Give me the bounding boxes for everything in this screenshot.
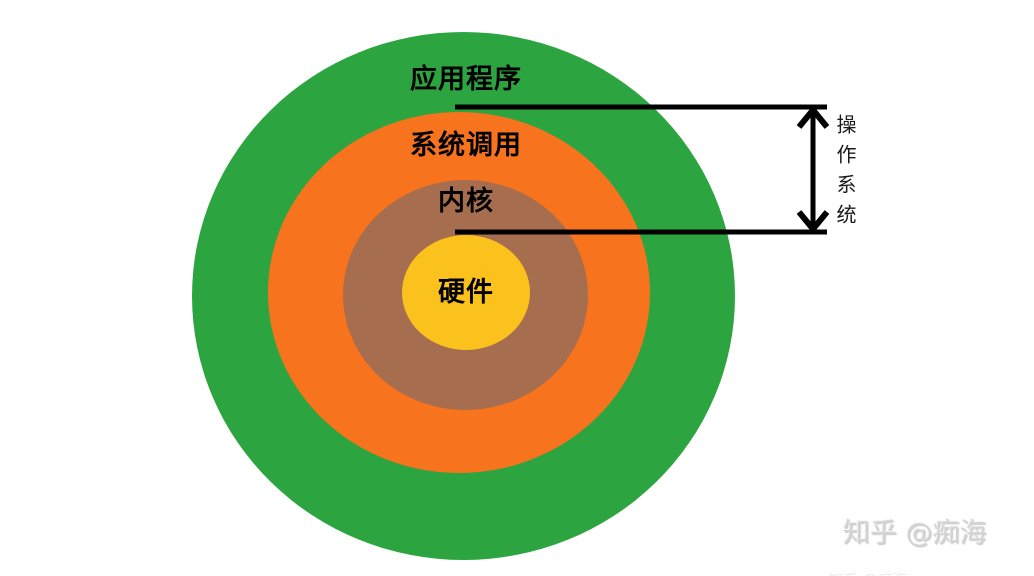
watermark-remnant: 知乎 @痴海 <box>828 569 908 576</box>
watermark: 知乎 @痴海 <box>843 518 987 549</box>
layer-label-system-calls: 系统调用 <box>410 130 522 161</box>
arrowhead-up-icon <box>796 105 830 129</box>
layer-label-applications: 应用程序 <box>410 64 522 95</box>
layer-label-hardware: 硬件 <box>438 277 494 308</box>
operating-system-label: 操作系统 <box>833 114 857 234</box>
layer-label-kernel: 内核 <box>438 186 494 217</box>
layer-circle-hardware <box>402 235 530 350</box>
arrowhead-down-icon <box>796 210 830 234</box>
